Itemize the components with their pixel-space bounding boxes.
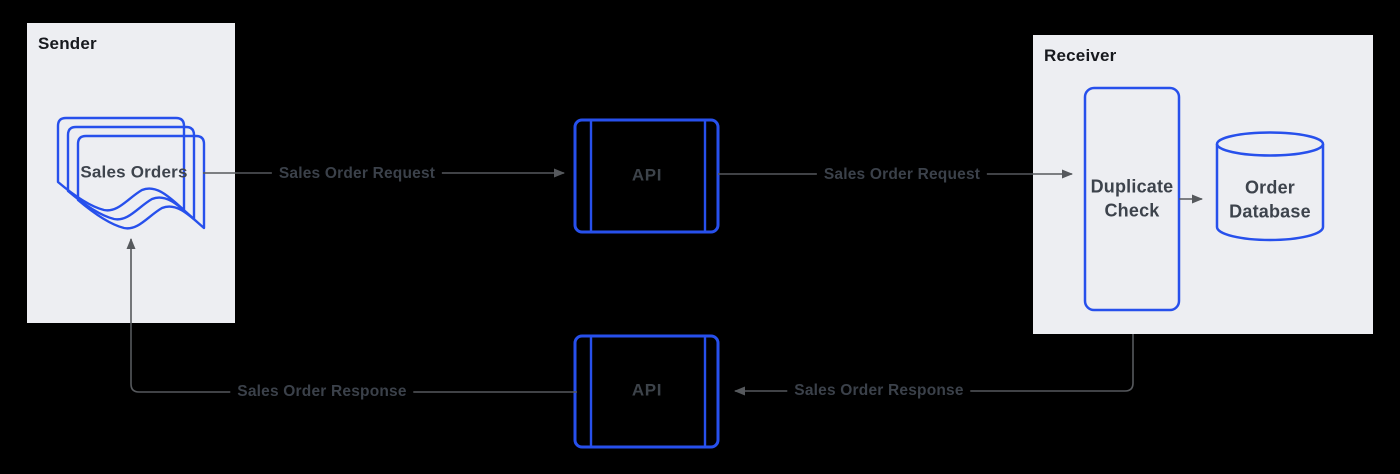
duplicate-check-label: Duplicate Check xyxy=(1090,176,1174,221)
request-right-edge-label: Sales Order Request xyxy=(816,165,988,185)
order-database-label: Order Database xyxy=(1229,177,1311,222)
edge-response-api-to-sender xyxy=(126,238,577,393)
api-top-box xyxy=(573,118,720,234)
edge-response-receiver-to-api xyxy=(734,334,1134,396)
connector-lines xyxy=(126,168,1203,396)
response-left-edge-label: Sales Order Response xyxy=(230,382,414,402)
receiver-title: Receiver xyxy=(1044,46,1117,65)
api-bottom-label: API xyxy=(631,380,663,400)
api-top-label: API xyxy=(631,165,663,185)
sender-title: Sender xyxy=(38,34,97,53)
stacked-documents-icon xyxy=(56,116,206,230)
database-cylinder-icon xyxy=(1215,131,1325,242)
sales-orders-label: Sales Orders xyxy=(80,162,188,182)
response-right-edge-label: Sales Order Response xyxy=(787,381,971,401)
receiver-panel: Receiver xyxy=(1033,35,1373,334)
request-left-edge-label: Sales Order Request xyxy=(271,164,443,184)
